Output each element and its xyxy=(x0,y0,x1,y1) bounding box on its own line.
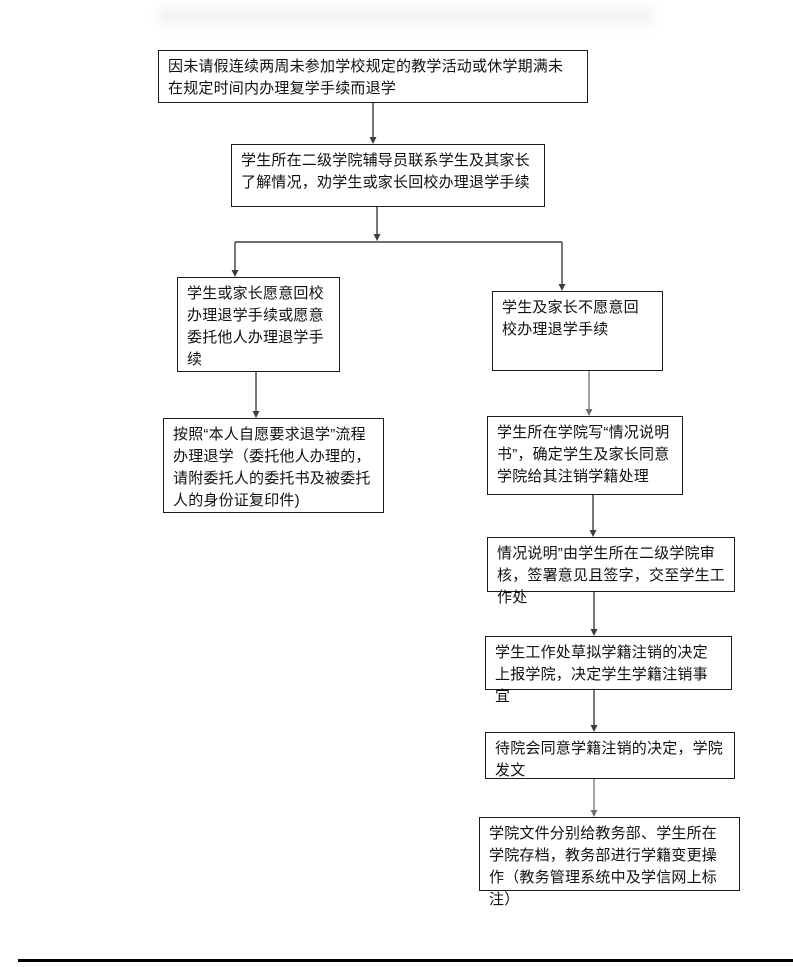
edge-counselor-contact-to-junction xyxy=(373,207,381,241)
node-voluntary-withdrawal-process: 按照“本人自愿要求退学”流程办理退学（委托他人办理的，请附委托人的委托书及被委托… xyxy=(163,418,384,513)
edge-draft-decision-to-council-approval xyxy=(590,690,598,732)
node-college-review: 情况说明”由学生所在二级学院审核，签署意见且签字，交至学生工作处 xyxy=(487,537,735,606)
edge-situation-statement-to-college-review xyxy=(589,495,597,537)
node-situation-statement: 学生所在学院写“情况说明书”，确定学生及家长同意学院给其注销学籍处理 xyxy=(487,416,683,495)
node-archive-update: 学院文件分别给教务部、学生所在学院存档，教务部进行学籍变更操作（教务管理系统中及… xyxy=(479,817,740,908)
edge-junction-to-unwilling-return xyxy=(558,242,566,291)
edge-college-review-to-draft-decision xyxy=(590,592,598,636)
scan-artifact xyxy=(158,6,654,26)
node-unwilling-return: 学生及家长不愿意回校办理退学手续 xyxy=(492,291,663,371)
node-draft-decision: 学生工作处草拟学籍注销的决定上报学院，决定学生学籍注销事宜 xyxy=(485,636,732,705)
edge-junction-to-willing-return xyxy=(231,242,239,277)
edge-cause-to-counselor-contact xyxy=(369,103,377,144)
edge-willing-return-to-voluntary-process xyxy=(252,372,260,418)
node-council-approval: 待院会同意学籍注销的决定，学院发文 xyxy=(485,732,735,779)
edge-unwilling-return-to-situation-statement xyxy=(585,371,593,416)
node-cause: 因未请假连续两周未参加学校规定的教学活动或休学期满未在规定时间内办理复学手续而退… xyxy=(158,50,588,103)
node-counselor-contact: 学生所在二级学院辅导员联系学生及其家长了解情况，劝学生或家长回校办理退学手续 xyxy=(231,144,545,207)
edge-council-approval-to-archive-update xyxy=(590,779,598,817)
node-willing-return: 学生或家长愿意回校办理退学手续或愿意委托他人办理退学手续 xyxy=(177,277,340,372)
page-bottom-rule xyxy=(18,959,793,962)
